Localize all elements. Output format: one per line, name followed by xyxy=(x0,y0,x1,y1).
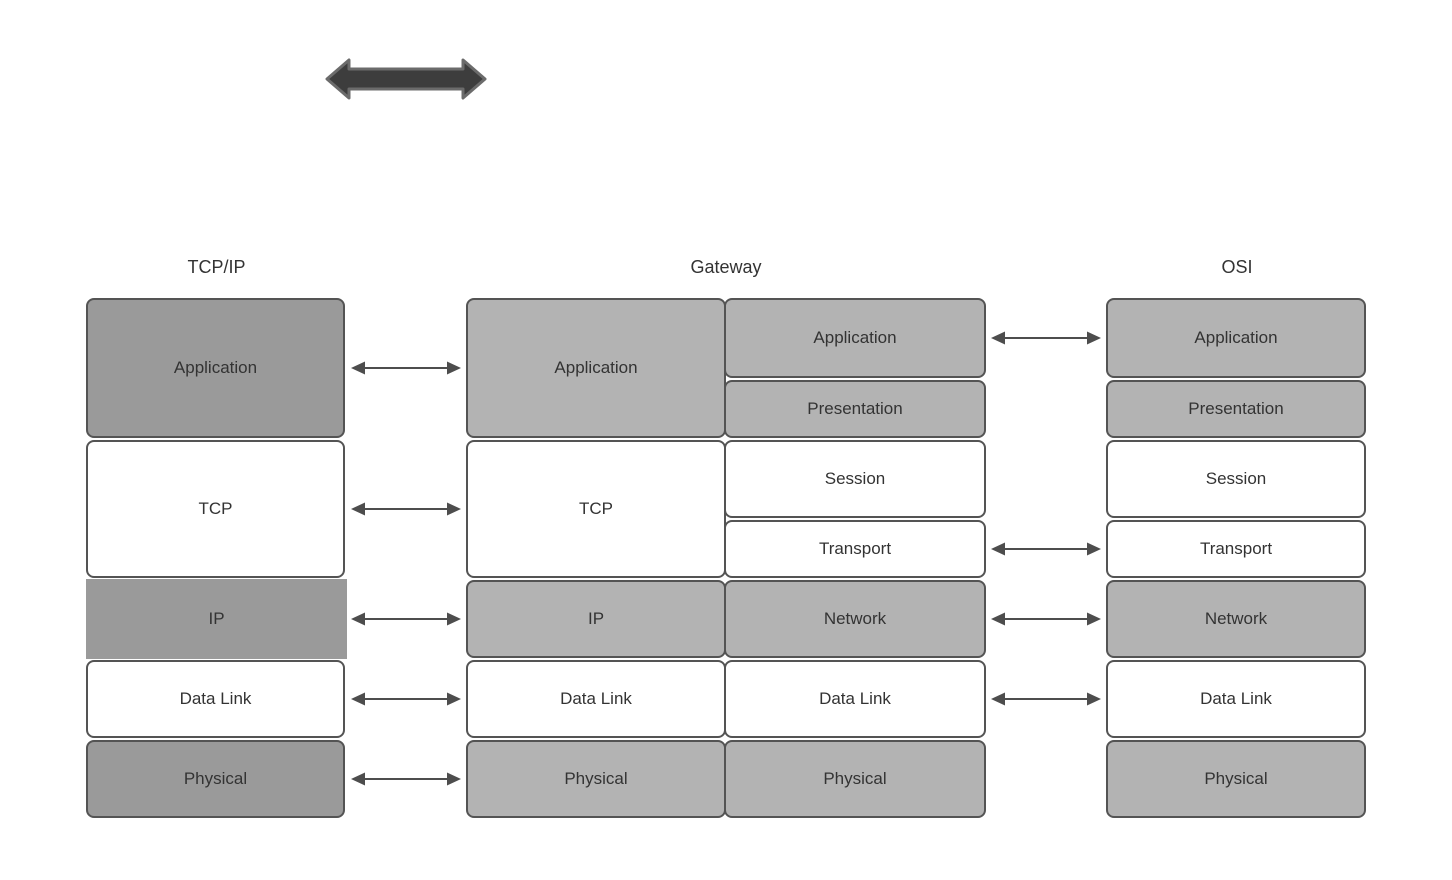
layer-label: IP xyxy=(208,609,225,628)
gateway-right-layer-presentation: Presentation xyxy=(724,380,986,438)
layer-label: IP xyxy=(587,609,605,628)
layer-label: Physical xyxy=(183,769,248,788)
layer-label: Network xyxy=(823,609,887,628)
bidirectional-arrow-icon xyxy=(351,361,461,375)
layer-label: Session xyxy=(1205,469,1267,488)
bidirectional-arrow-icon xyxy=(991,542,1101,556)
tcpip-layer-tcp: TCP xyxy=(86,440,345,578)
osi-layer-application: Application xyxy=(1106,298,1366,378)
column-title-gateway: Gateway xyxy=(690,256,762,277)
bidirectional-arrow-icon xyxy=(991,692,1101,706)
osi-layer-transport: Transport xyxy=(1106,520,1366,578)
layer-label: Application xyxy=(173,358,258,377)
bidirectional-arrow-icon xyxy=(351,772,461,786)
tcpip-layer-data-link: Data Link xyxy=(86,660,345,738)
layer-label: Physical xyxy=(1204,769,1268,788)
bidirectional-arrow-icon xyxy=(351,502,461,516)
bidirectional-arrow-icon xyxy=(991,612,1101,626)
bidirectional-arrow-icon xyxy=(991,331,1101,345)
gateway-left-layer-physical: Physical xyxy=(466,740,726,818)
layer-label: Transport xyxy=(818,539,892,558)
layer-label: Data Link xyxy=(179,689,252,708)
layer-label: Data Link xyxy=(819,689,891,708)
layer-label: TCP xyxy=(579,499,613,518)
tcpip-layer-physical: Physical xyxy=(86,740,345,818)
layer-label: Data Link xyxy=(1200,689,1272,708)
layer-label: Application xyxy=(554,358,638,377)
gateway-right-layer-physical: Physical xyxy=(724,740,986,818)
gateway-left-layer-ip: IP xyxy=(466,580,726,658)
tcpip-layer-ip: IP xyxy=(86,579,347,659)
bidirectional-arrow-icon xyxy=(351,692,461,706)
column-title-tcpip: TCP/IP xyxy=(187,256,246,277)
osi-layer-presentation: Presentation xyxy=(1106,380,1366,438)
layer-label: TCP xyxy=(198,499,233,518)
osi-layer-network: Network xyxy=(1106,580,1366,658)
gateway-right-layer-application: Application xyxy=(724,298,986,378)
gateway-right-layer-network: Network xyxy=(724,580,986,658)
layer-label: Transport xyxy=(1199,539,1273,558)
layer-label: Presentation xyxy=(807,399,903,418)
layer-label: Session xyxy=(824,469,886,488)
gateway-right-layer-data-link: Data Link xyxy=(724,660,986,738)
layer-label: Application xyxy=(813,328,897,347)
gateway-right-layer-transport: Transport xyxy=(724,520,986,578)
layer-label: Physical xyxy=(564,769,628,788)
osi-layer-data-link: Data Link xyxy=(1106,660,1366,738)
tcpip-layer-application: Application xyxy=(86,298,345,438)
layer-label: Application xyxy=(1194,328,1278,347)
gateway-left-layer-tcp: TCP xyxy=(466,440,726,578)
layer-label: Presentation xyxy=(1188,399,1284,418)
osi-layer-physical: Physical xyxy=(1106,740,1366,818)
gateway-left-layer-data-link: Data Link xyxy=(466,660,726,738)
gateway-left-layer-application: Application xyxy=(466,298,726,438)
double-headed-arrow-icon xyxy=(325,58,487,100)
column-title-osi: OSI xyxy=(1221,256,1253,277)
layer-label: Data Link xyxy=(560,689,632,708)
layer-label: Physical xyxy=(823,769,887,788)
layer-label: Network xyxy=(1204,609,1268,628)
gateway-right-layer-session: Session xyxy=(724,440,986,518)
bidirectional-arrow-icon xyxy=(351,612,461,626)
osi-layer-session: Session xyxy=(1106,440,1366,518)
